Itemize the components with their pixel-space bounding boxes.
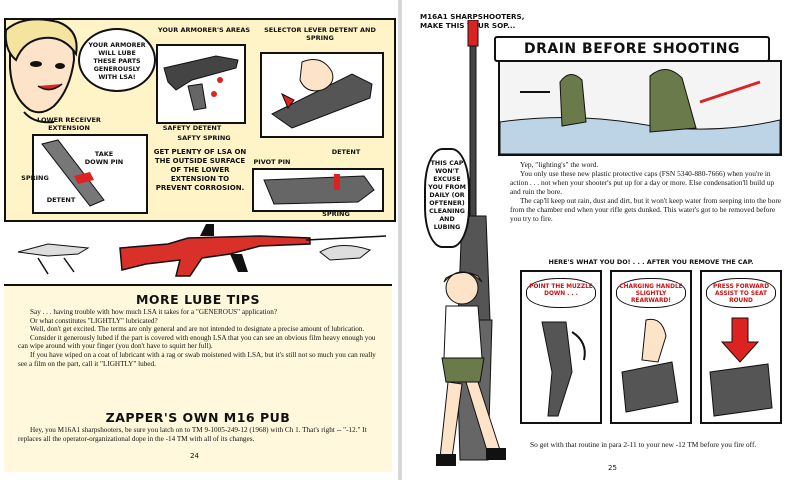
pivot-pin-box (252, 168, 384, 212)
cap-description-text: Yep, "lighting's" the word. You only use… (510, 160, 782, 223)
safety-detent-label: SAFETY DETENT (162, 124, 222, 132)
forward-assist-sketch (709, 317, 773, 417)
zappers-pub-title: ZAPPER'S OWN M16 PUB (105, 410, 291, 425)
soldiers-wading-sketch (500, 62, 780, 154)
receiver-sketch (163, 55, 239, 111)
cap-speech-bubble: THIS CAP WON'T EXCUSE YOU FROM DAILY (OR… (424, 148, 470, 248)
hand-selector-sketch (271, 59, 373, 129)
detent-label-a: DETENT (46, 196, 76, 204)
swamp-scene-illustration (498, 60, 782, 156)
take-down-pin-label: TAKE DOWN PIN (84, 150, 124, 166)
selector-lever-label: SELECTOR LEVER DETENT AND SPRING (264, 26, 376, 42)
text-paragraph: The cap'll keep out rain, dust and dirt,… (510, 196, 782, 223)
zappers-pub-body: Hey, you M16A1 sharpshooters, be sure yo… (18, 426, 384, 443)
spring-label-a: SPRING (21, 174, 49, 182)
woman-soldier-illustration (436, 271, 506, 466)
step-2-caption: CHARGING HANDLE SLIGHTLY REARWARD! (616, 278, 686, 308)
lube-paragraph: Consider it generously lubed if the part… (18, 333, 376, 351)
pivot-sketch (263, 174, 375, 205)
step-1-caption: POINT THE MUZZLE DOWN . . . (526, 278, 596, 308)
lube-paragraph: Say . . . having trouble with how much L… (30, 308, 278, 316)
heading-line-1: M16A1 SHARPSHOOTERS, (420, 12, 525, 21)
step-2-panel: CHARGING HANDLE SLIGHTLY REARWARD! (610, 270, 692, 424)
zap-paragraph: Hey, you M16A1 sharpshooters, be sure yo… (18, 426, 367, 443)
detent-label-b: DETENT (331, 148, 361, 156)
text-paragraph: You only use these new plastic protectiv… (510, 169, 775, 196)
step-1-panel: POINT THE MUZZLE DOWN . . . (520, 270, 602, 424)
armorer-areas-box (156, 44, 246, 124)
lower-receiver-label: LOWER RECEIVER EXTENSION (37, 116, 101, 132)
steps-title: HERE'S WHAT YOU DO! . . . AFTER YOU REMO… (548, 258, 754, 266)
drain-steps: HERE'S WHAT YOU DO! . . . AFTER YOU REMO… (520, 258, 782, 454)
page-gutter (398, 0, 402, 480)
muzzle-down-sketch (541, 321, 586, 417)
lube-paragraph: Well, don't get excited. The terms are o… (30, 325, 365, 334)
safety-spring-label: SAFTY SPRING (177, 134, 231, 142)
step-3-caption: PRESS FORWARD ASSIST TO SEAT ROUND (706, 278, 776, 308)
charging-handle-sketch (621, 318, 679, 413)
lube-tips-body: Say . . . having trouble with how much L… (18, 308, 384, 368)
armorer-speech-bubble: YOUR ARMORER WILL LUBE THESE PARTS GENER… (78, 28, 156, 92)
text-paragraph: Yep, "lighting's" the word. (520, 160, 599, 169)
woman-face-illustration (4, 20, 78, 124)
step-3-panel: PRESS FORWARD ASSIST TO SEAT ROUND (700, 270, 782, 424)
more-lube-tips-section: MORE LUBE TIPS Say . . . having trouble … (4, 284, 392, 472)
extension-sketch (41, 139, 105, 207)
selector-lever-box (260, 52, 384, 138)
helicopter-sketch (305, 235, 387, 261)
lsa-note: GET PLENTY OF LSA ON THE OUTSIDE SURFACE… (153, 148, 247, 192)
aircraft-sketch (17, 243, 90, 275)
lower-receiver-box (32, 134, 148, 214)
spring-label-b: SPRING (322, 210, 350, 218)
more-lube-tips-title: MORE LUBE TIPS (135, 292, 260, 307)
pivot-pin-label: PIVOT PIN (253, 158, 291, 166)
closing-paragraph: So get with that routine in para 2-11 to… (530, 440, 757, 449)
lube-paragraph: If you have wiped on a coat of lubricant… (18, 350, 376, 368)
right-page: M16A1 SHARPSHOOTERS, MAKE THIS YOUR SOP.… (402, 0, 800, 480)
drain-banner: DRAIN BEFORE SHOOTING (494, 36, 770, 62)
lube-paragraph: Or what constitutes "LIGHTLY" lubricated… (30, 316, 158, 325)
armorer-areas-label: YOUR ARMORER'S AREAS (157, 26, 251, 34)
lube-diagram-panel: YOUR ARMORER WILL LUBE THESE PARTS GENER… (4, 18, 396, 222)
m16-rifle-illustration (119, 224, 311, 277)
left-page: YOUR ARMORER WILL LUBE THESE PARTS GENER… (0, 0, 398, 480)
closing-text: So get with that routine in para 2-11 to… (520, 440, 782, 449)
page-number-left: 24 (190, 452, 199, 460)
page-number-right: 25 (608, 464, 617, 472)
